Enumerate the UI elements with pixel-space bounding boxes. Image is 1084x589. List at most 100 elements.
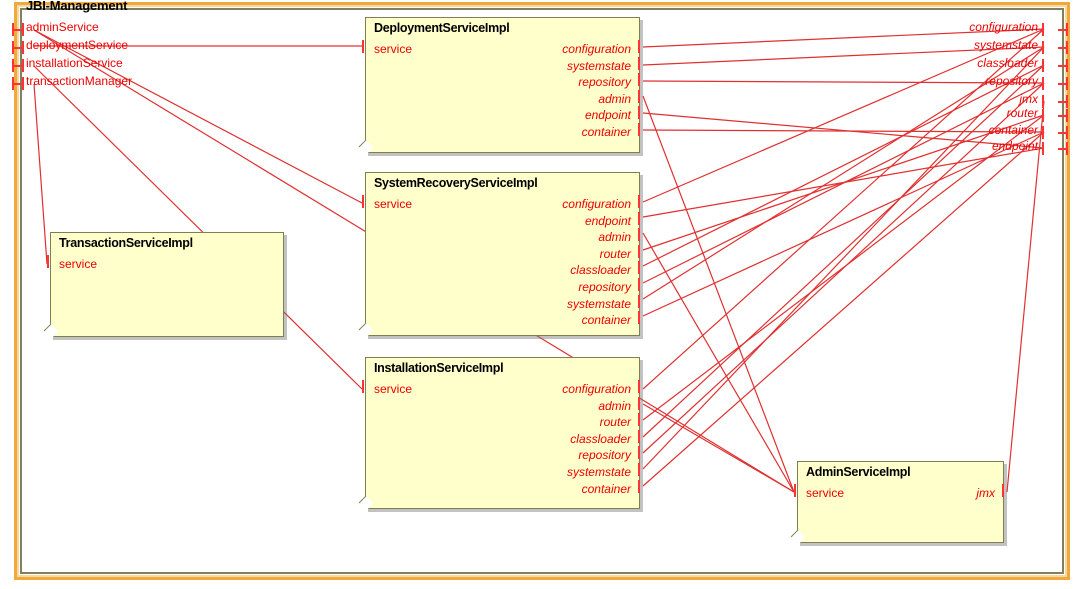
- package-port-stub-endpoint[interactable]: [1058, 148, 1067, 150]
- port-tick-deployment-configuration[interactable]: [638, 40, 640, 53]
- port-tick-installation-configuration[interactable]: [638, 380, 640, 393]
- component-deployment-right-port-configuration[interactable]: configuration: [562, 42, 631, 56]
- port-tick-systemrecovery-service[interactable]: [362, 195, 364, 208]
- package-port-tick-inner-installationService[interactable]: [22, 59, 24, 72]
- package-port-tick-outer-classloader[interactable]: [1066, 59, 1068, 72]
- package-port-tick-inner-classloader[interactable]: [1042, 59, 1044, 72]
- port-tick-deployment-systemstate[interactable]: [638, 56, 640, 70]
- port-tick-deployment-service[interactable]: [362, 40, 364, 53]
- package-port-label-installationService[interactable]: installationService: [26, 56, 123, 70]
- port-tick-systemrecovery-endpoint[interactable]: [638, 211, 640, 225]
- package-port-stub-container[interactable]: [1058, 132, 1067, 134]
- component-admin-left-port-service[interactable]: service: [806, 486, 845, 500]
- component-systemrecovery-left-port-service[interactable]: service: [374, 197, 413, 211]
- port-tick-systemrecovery-classloader[interactable]: [638, 261, 640, 275]
- port-tick-systemrecovery-configuration[interactable]: [638, 195, 640, 208]
- component-installation-right-port-admin[interactable]: admin: [598, 398, 631, 413]
- package-port-tick-inner-container[interactable]: [1042, 126, 1044, 139]
- package-port-tick-inner-configuration[interactable]: [1042, 23, 1044, 36]
- component-transaction-left-port-service[interactable]: service: [59, 257, 98, 271]
- component-systemrecovery-right-port-repository[interactable]: repository: [578, 280, 631, 294]
- package-port-tick-outer-router[interactable]: [1066, 109, 1068, 122]
- package-port-stub-transactionManager[interactable]: [13, 83, 22, 85]
- package-port-stub-deploymentService[interactable]: [13, 47, 22, 49]
- component-systemrecovery-right-port-admin[interactable]: admin: [598, 230, 631, 245]
- component-admin-right-port-jmx[interactable]: jmx: [976, 486, 995, 500]
- port-tick-installation-service[interactable]: [362, 380, 364, 393]
- port-tick-installation-classloader[interactable]: [638, 429, 640, 443]
- package-port-tick-inner-router[interactable]: [1042, 109, 1044, 122]
- package-port-tick-inner-repository[interactable]: [1042, 77, 1044, 90]
- port-tick-deployment-admin[interactable]: [638, 89, 640, 103]
- component-installation-right-port-systemstate[interactable]: systemstate: [566, 465, 631, 479]
- component-systemrecovery-right-port-container[interactable]: container: [581, 313, 631, 328]
- component-deployment-right-port-systemstate[interactable]: systemstate: [566, 58, 631, 73]
- port-tick-systemrecovery-systemstate[interactable]: [638, 294, 640, 308]
- component-installation-right-port-router[interactable]: router: [599, 415, 631, 430]
- component-deployment-right-port-admin[interactable]: admin: [598, 91, 631, 106]
- package-port-stub-jmx[interactable]: [1058, 101, 1067, 103]
- port-tick-admin-service[interactable]: [794, 484, 796, 497]
- port-tick-deployment-endpoint[interactable]: [638, 106, 640, 120]
- package-port-tick-inner-deploymentService[interactable]: [22, 41, 24, 54]
- package-port-stub-repository[interactable]: [1058, 83, 1067, 85]
- package-port-label-adminService[interactable]: adminService: [26, 20, 99, 34]
- package-port-label-classloader[interactable]: classloader: [977, 56, 1038, 70]
- package-port-tick-outer-configuration[interactable]: [1066, 23, 1068, 36]
- component-systemrecovery-right-port-router[interactable]: router: [599, 246, 631, 261]
- port-tick-deployment-repository[interactable]: [638, 73, 640, 87]
- component-installation-right-port-classloader[interactable]: classloader: [570, 431, 631, 446]
- port-tick-transaction-service[interactable]: [47, 255, 49, 268]
- component-deployment-right-port-endpoint[interactable]: endpoint: [584, 108, 631, 123]
- package-port-tick-inner-transactionManager[interactable]: [22, 77, 24, 90]
- package-port-stub-configuration[interactable]: [1058, 29, 1067, 31]
- port-tick-deployment-container[interactable]: [638, 123, 640, 136]
- port-tick-installation-router[interactable]: [638, 413, 640, 427]
- port-tick-installation-repository[interactable]: [638, 446, 640, 460]
- component-systemrecovery-right-port-configuration[interactable]: configuration: [562, 197, 631, 211]
- package-port-label-router[interactable]: router: [1006, 106, 1038, 120]
- package-port-label-jmx[interactable]: jmx: [1019, 92, 1038, 106]
- package-port-label-transactionManager[interactable]: transactionManager: [26, 74, 133, 88]
- package-port-tick-inner-jmx[interactable]: [1042, 95, 1044, 108]
- component-systemrecovery-right-port-systemstate[interactable]: systemstate: [566, 296, 631, 311]
- package-port-tick-inner-adminService[interactable]: [22, 23, 24, 36]
- package-port-label-container[interactable]: container: [988, 123, 1038, 137]
- component-deployment-left-port-service[interactable]: service: [374, 42, 413, 56]
- component-systemrecovery-right-port-endpoint[interactable]: endpoint: [584, 213, 631, 228]
- port-tick-installation-systemstate[interactable]: [638, 463, 640, 476]
- component-deployment-right-port-repository[interactable]: repository: [578, 75, 631, 90]
- port-tick-installation-admin[interactable]: [638, 396, 640, 410]
- package-port-tick-outer-container[interactable]: [1066, 126, 1068, 139]
- component-installation-right-port-container[interactable]: container: [581, 481, 631, 496]
- package-port-stub-router[interactable]: [1058, 115, 1067, 117]
- package-port-tick-outer-repository[interactable]: [1066, 77, 1068, 90]
- package-port-label-systemstate[interactable]: systemstate: [973, 38, 1038, 52]
- port-tick-systemrecovery-repository[interactable]: [638, 278, 640, 291]
- port-tick-systemrecovery-router[interactable]: [638, 244, 640, 258]
- component-installation-right-port-configuration[interactable]: configuration: [562, 382, 631, 396]
- package-port-label-deploymentService[interactable]: deploymentService: [26, 38, 129, 52]
- package-port-label-endpoint[interactable]: endpoint: [991, 139, 1038, 153]
- package-port-tick-outer-systemstate[interactable]: [1066, 41, 1068, 54]
- component-installation-left-port-service[interactable]: service: [374, 382, 413, 396]
- package-port-tick-outer-endpoint[interactable]: [1066, 142, 1068, 155]
- package-port-stub-adminService[interactable]: [13, 29, 22, 31]
- package-port-label-repository[interactable]: repository: [985, 74, 1038, 88]
- port-tick-systemrecovery-admin[interactable]: [638, 228, 640, 242]
- port-tick-admin-jmx[interactable]: [1002, 484, 1004, 497]
- component-systemrecovery-right-port-classloader[interactable]: classloader: [570, 263, 631, 278]
- package-port-tick-inner-endpoint[interactable]: [1042, 142, 1044, 155]
- package-port-stub-classloader[interactable]: [1058, 65, 1067, 67]
- component-deployment-right-port-container[interactable]: container: [581, 125, 631, 139]
- package-port-tick-inner-systemstate[interactable]: [1042, 41, 1044, 54]
- port-tick-installation-container[interactable]: [638, 479, 640, 493]
- package-port-tick-outer-jmx[interactable]: [1066, 95, 1068, 108]
- package-port-stub-systemstate[interactable]: [1058, 47, 1067, 49]
- package-port-stub-installationService[interactable]: [13, 65, 22, 67]
